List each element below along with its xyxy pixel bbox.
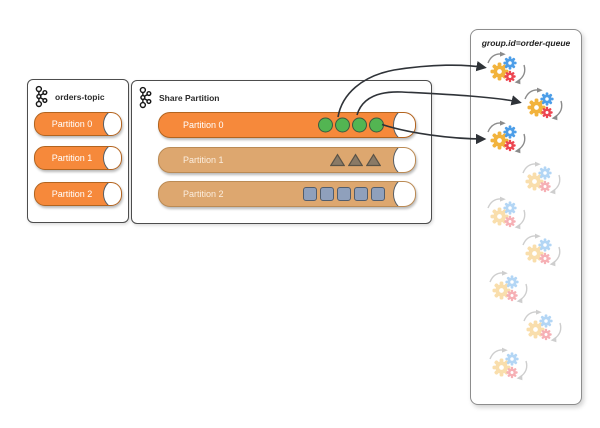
partition-label: Partition 0	[51, 119, 93, 129]
record-circle	[369, 117, 384, 133]
record-triangle	[330, 153, 345, 167]
share-partition-2: Partition 2	[158, 181, 416, 207]
consumer-icon-8	[520, 309, 564, 345]
partition-label: Partition 2	[183, 189, 224, 199]
orders-topic-partition-0: Partition 0	[34, 112, 122, 136]
log-open-end	[393, 182, 415, 206]
partition-1-records	[330, 153, 381, 167]
record-square	[354, 187, 368, 201]
consumer-icon-7	[486, 270, 530, 306]
log-open-end	[393, 148, 415, 172]
record-square	[371, 187, 385, 201]
log-open-end	[393, 113, 415, 137]
record-square	[337, 187, 351, 201]
orders-topic-partition-2: Partition 2	[34, 182, 122, 206]
consumer-icon-5	[484, 196, 528, 232]
share-partition-0: Partition 0	[158, 112, 416, 138]
record-triangle	[348, 153, 363, 167]
orders-topic-header: orders-topic	[34, 84, 105, 109]
consumer-group-box: group.id=order-queue	[470, 29, 582, 405]
partition-2-records	[303, 187, 385, 201]
share-partition-header: Share Partition	[138, 85, 219, 110]
orders-topic-partition-1: Partition 1	[34, 146, 122, 170]
record-square	[320, 187, 334, 201]
log-open-end	[103, 113, 121, 135]
orders-topic-title: orders-topic	[55, 91, 105, 102]
share-partition-title: Share Partition	[159, 92, 220, 103]
share-partition-box: Share Partition Partition 0 Partition 1 …	[131, 80, 432, 224]
record-circle	[335, 117, 350, 133]
partition-label: Partition 1	[183, 155, 224, 165]
kafka-logo-icon	[138, 85, 153, 110]
consumer-icon-3	[484, 120, 528, 156]
consumer-icon-9	[486, 347, 530, 383]
partition-label: Partition 1	[51, 153, 93, 163]
consumer-icon-4	[519, 161, 563, 197]
kafka-logo-icon	[34, 84, 49, 109]
record-triangle	[366, 153, 381, 167]
log-open-end	[103, 183, 121, 205]
consumer-group-title: group.id=order-queue	[481, 38, 571, 48]
log-open-end	[103, 147, 121, 169]
consumer-icon-6	[519, 233, 563, 269]
record-circle	[352, 117, 367, 133]
orders-topic-box: orders-topic Partition 0 Partition 1 Par…	[27, 79, 129, 223]
partition-0-records	[318, 117, 384, 133]
consumer-icon-2	[521, 87, 565, 123]
record-circle	[318, 117, 333, 133]
record-square	[303, 187, 317, 201]
consumer-icon-1	[484, 51, 528, 87]
partition-label: Partition 2	[51, 189, 93, 199]
share-partition-1: Partition 1	[158, 147, 416, 173]
partition-label: Partition 0	[183, 120, 224, 130]
